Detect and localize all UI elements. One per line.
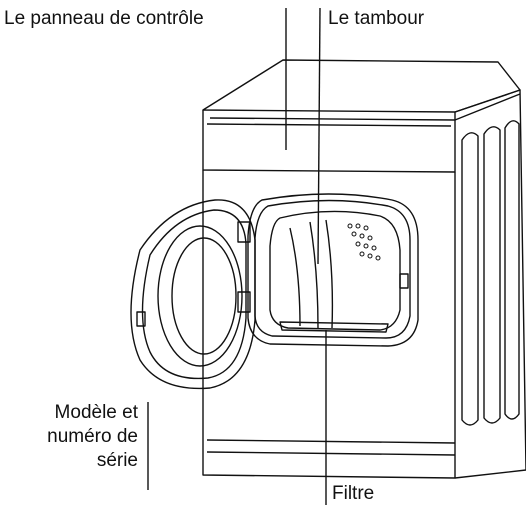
door-handle	[136, 311, 146, 327]
vent-holes	[347, 223, 381, 261]
label-drum: Le tambour	[328, 8, 425, 29]
label-model-line2: numéro de	[47, 426, 138, 447]
side-rib	[504, 120, 520, 420]
side-rib	[483, 126, 501, 424]
leader-drum	[317, 7, 321, 265]
filter-slot	[279, 321, 389, 333]
door-latch	[399, 273, 409, 289]
cabinet-side	[454, 89, 526, 479]
cabinet-top	[202, 59, 521, 113]
door-glass	[157, 225, 243, 367]
label-model-line1: Modèle et	[54, 402, 138, 423]
cabinet-front	[202, 170, 456, 479]
control-panel	[202, 110, 456, 173]
label-model-line3: série	[96, 450, 138, 471]
label-control-panel: Le panneau de contrôle	[4, 8, 204, 29]
label-model-serial: Modèle et numéro de série	[47, 401, 138, 473]
open-door	[130, 199, 256, 390]
door-opening	[247, 193, 419, 347]
drum	[269, 210, 401, 331]
label-filter: Filtre	[332, 483, 375, 504]
side-rib	[461, 132, 479, 426]
hinge-top	[237, 221, 251, 243]
hinge-bottom	[237, 291, 251, 313]
